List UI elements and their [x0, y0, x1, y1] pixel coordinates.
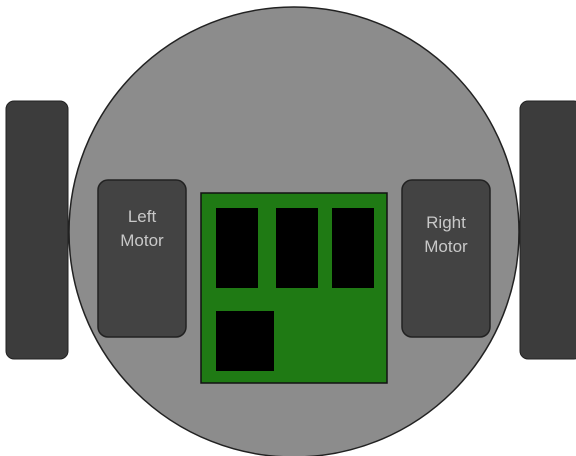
chip: [216, 208, 258, 288]
right-motor-label-line1: Right: [426, 213, 466, 232]
left-wheel: [5, 100, 69, 360]
chip: [276, 208, 318, 288]
right-wheel: [519, 100, 576, 360]
left-motor: [97, 179, 187, 338]
right-motor-label-line2: Motor: [424, 237, 468, 256]
right-motor: [401, 179, 491, 338]
left-motor-label-line2: Motor: [120, 231, 164, 250]
chip: [216, 311, 274, 371]
left-motor-label-line1: Left: [128, 207, 157, 226]
chip: [332, 208, 374, 288]
